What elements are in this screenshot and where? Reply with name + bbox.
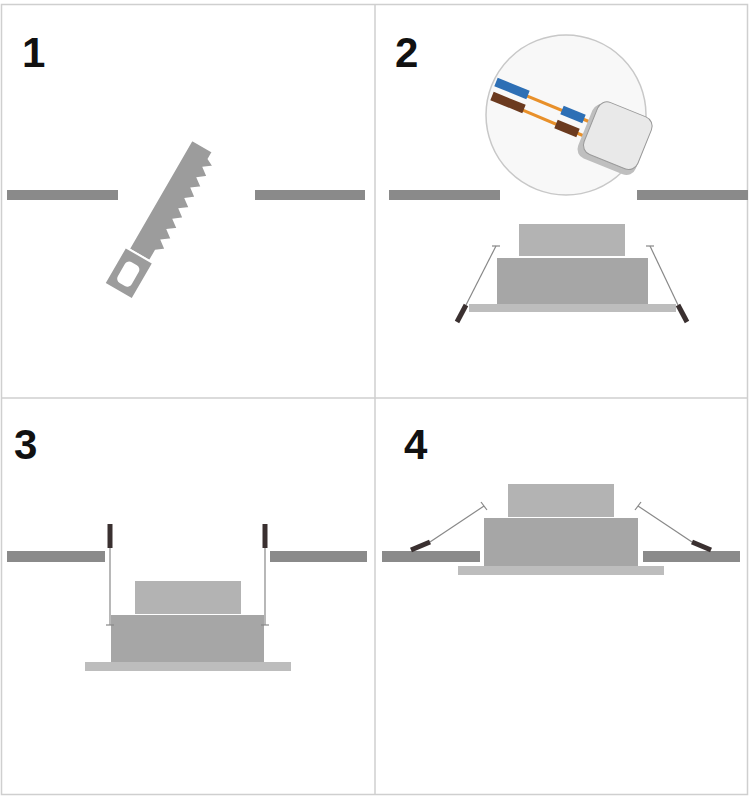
step-number: 4 bbox=[404, 424, 427, 466]
step-number: 2 bbox=[395, 32, 418, 74]
step-number: 3 bbox=[14, 424, 37, 466]
step-number: 1 bbox=[22, 32, 45, 74]
